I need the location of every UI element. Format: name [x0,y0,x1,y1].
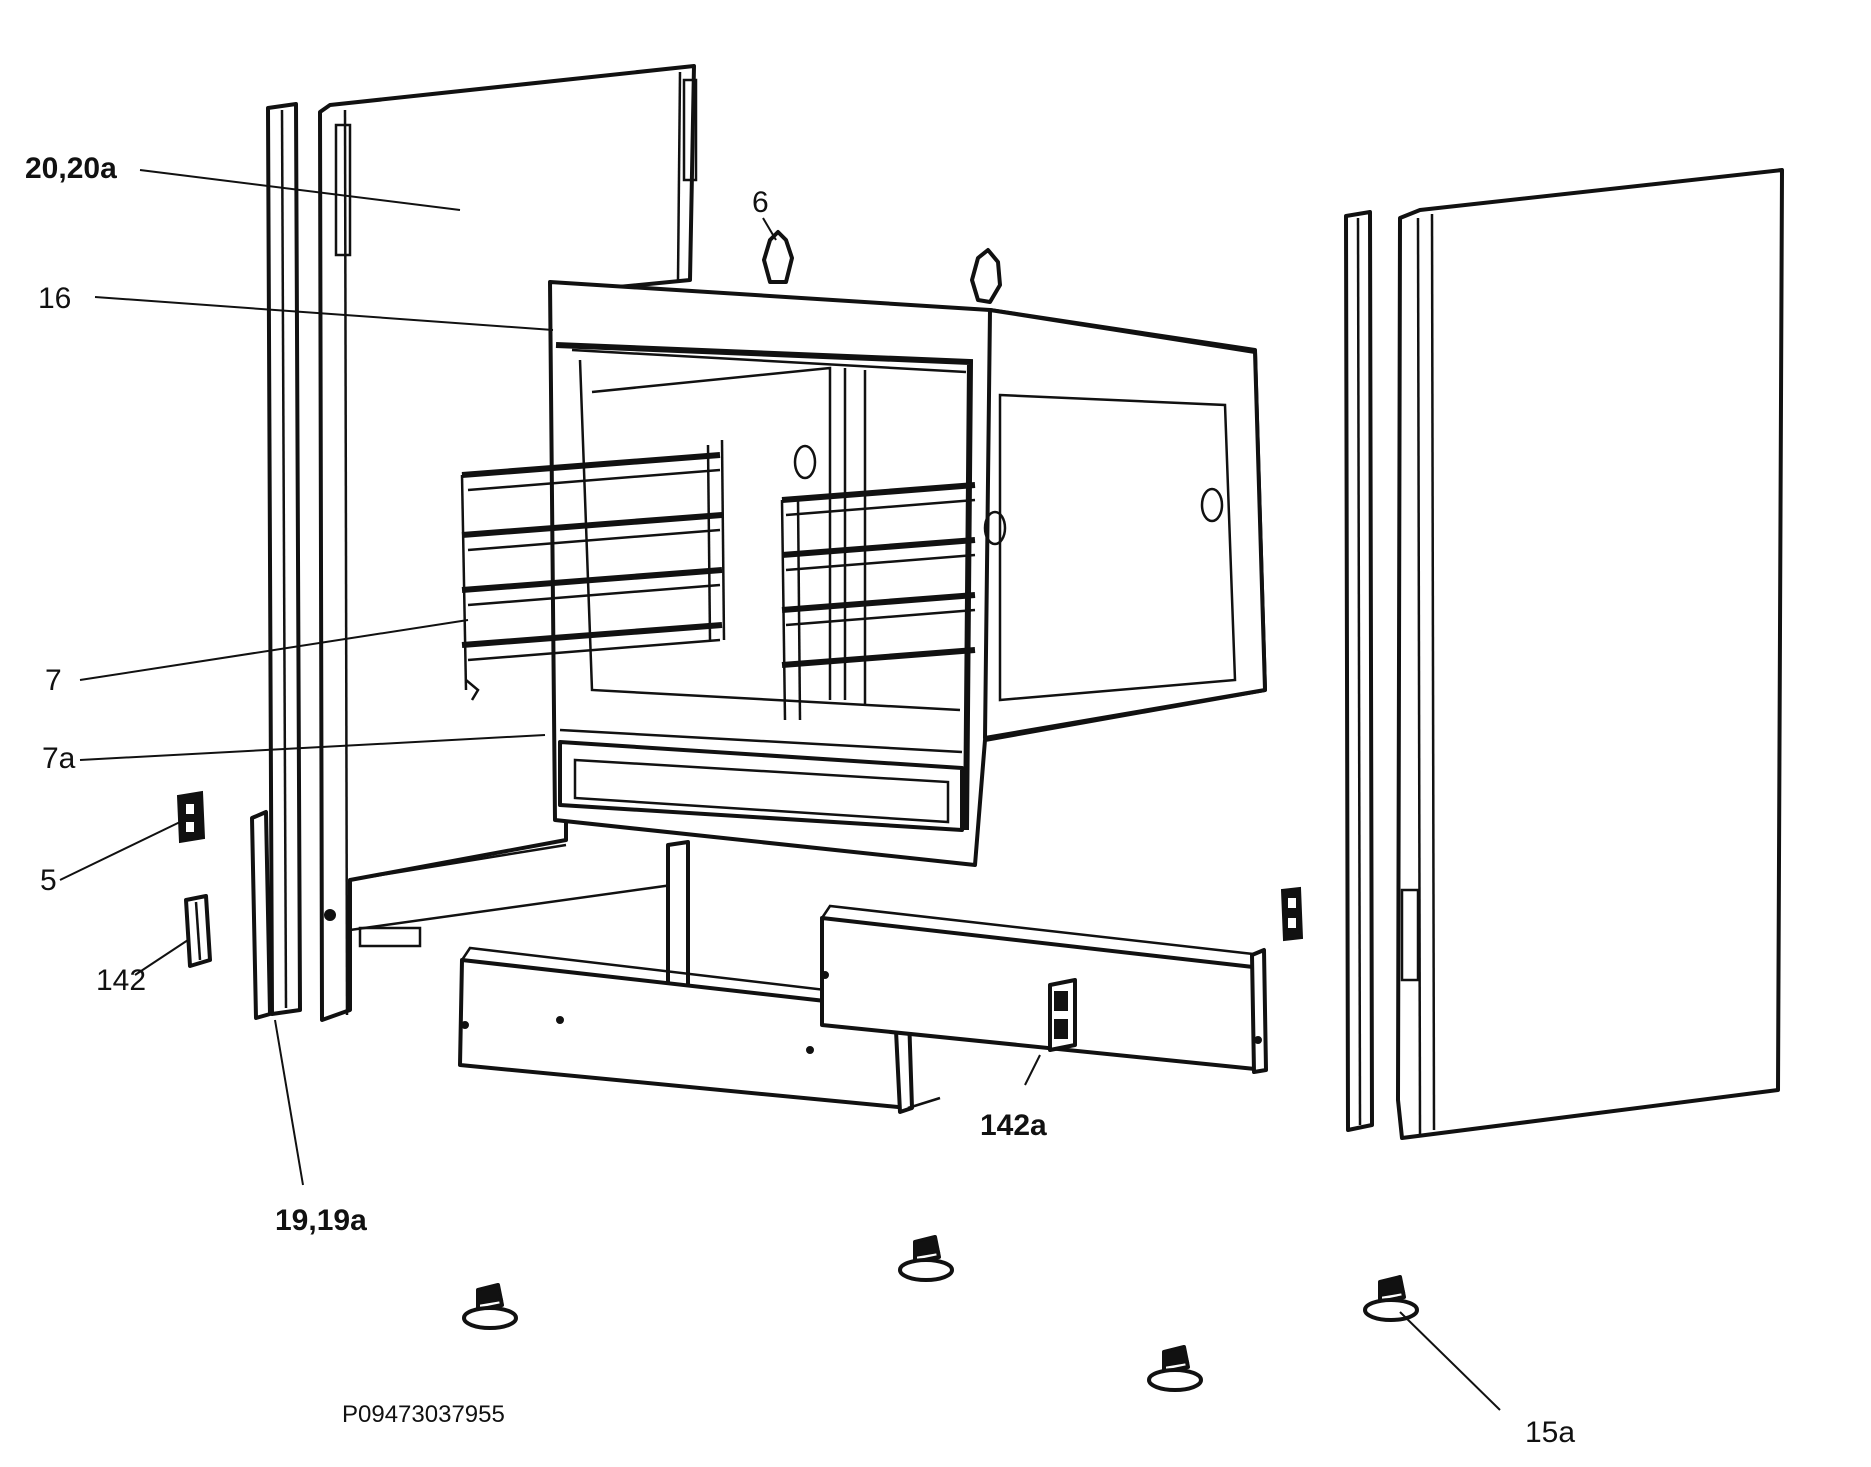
front-kick-plate [458,946,941,1114]
label-5: 5 [40,864,57,897]
clip-142 [184,894,212,968]
adjustable-foot-1 [462,1283,518,1330]
small-right-clip [1280,886,1304,942]
rear-base-plate [820,904,1268,1074]
left-side-panel [318,64,698,1022]
right-side-panel [1396,168,1784,1140]
leader-lines [59,169,1501,1411]
right-side-trim-strip [1344,210,1374,1132]
oven-cavity [548,280,1267,867]
bracket-142a [1048,978,1077,1052]
left-side-trim-strip [250,102,302,1020]
label-15a: 15a [1525,1416,1575,1449]
adjustable-foot-4 [1363,1275,1419,1322]
label-6: 6 [752,186,769,219]
label-7: 7 [45,664,62,697]
label-16: 16 [38,282,71,315]
label-19-19a: 19,19a [275,1204,367,1237]
hinge-clips [762,230,1002,304]
drawing-code: P09473037955 [342,1401,505,1428]
label-20-20a: 20,20a [25,152,117,185]
clip-5 [176,790,206,844]
label-142a: 142a [980,1109,1047,1142]
label-7a: 7a [42,742,76,775]
label-142: 142 [96,964,146,997]
adjustable-foot-3 [1147,1345,1203,1392]
adjustable-foot-2 [898,1235,954,1282]
right-shelf-rack [780,482,976,721]
left-shelf-rack [460,439,726,701]
